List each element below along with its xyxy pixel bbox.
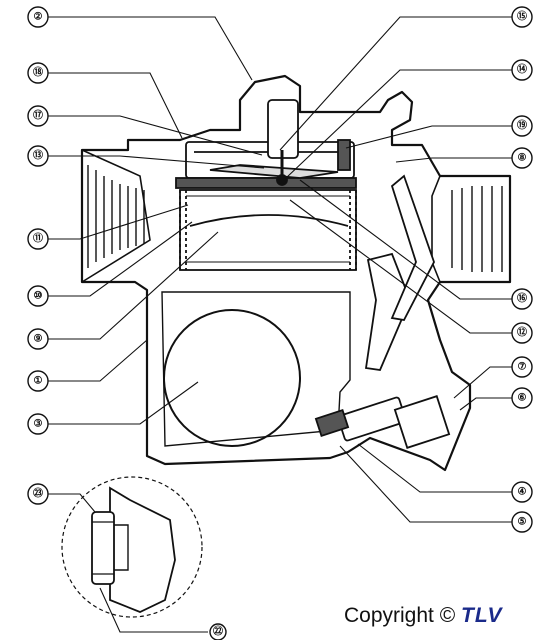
callout-label: ⑫ [517,326,527,339]
callout-label: ⑬ [33,149,43,162]
outlet-port [431,175,503,283]
callout-label: ① [34,376,43,387]
inset-detail [61,476,203,618]
strainer-screen [179,189,357,271]
valve-seat [314,395,451,449]
leader-lines [48,16,512,633]
brand-logo: TLV [461,604,503,627]
callout-label: ⑮ [517,10,527,23]
callout-label: ⑱ [33,66,43,79]
callout-label: ㉒ [213,625,223,638]
callout-label: ⑦ [518,362,527,373]
callout-label: ㉓ [33,487,43,500]
callout-label: ⑩ [34,291,43,302]
callout-label: ⑯ [517,292,527,305]
callout-label: ⑪ [33,232,43,245]
float-chamber [161,291,351,447]
callout-label: ⑲ [517,119,527,132]
inlet-port [81,149,151,283]
callout-label: ⑭ [517,63,527,76]
outlet-channel [364,174,435,371]
callout-label: ④ [518,487,527,498]
callout-label: ⑥ [518,393,527,404]
cover-assembly [175,99,357,189]
callout-label: ③ [34,419,43,430]
callout-badges [27,6,533,640]
copyright-notice: Copyright © TLV [344,604,503,628]
callout-labels: ② ⑱ ⑰ ⑬ ⑪ ⑩ ⑨ ① ③ ⑮ ⑭ ⑲ ⑧ ⑯ ⑫ ⑦ ⑥ ④ ⑤ ㉓ … [33,10,527,638]
float-ball [163,309,301,447]
callout-label: ⑨ [34,334,43,345]
callout-label: ⑰ [33,109,43,122]
callout-label: ⑤ [518,517,527,528]
callout-label: ② [34,12,43,23]
copyright-text: Copyright © [344,604,456,627]
callout-label: ⑧ [518,153,527,164]
